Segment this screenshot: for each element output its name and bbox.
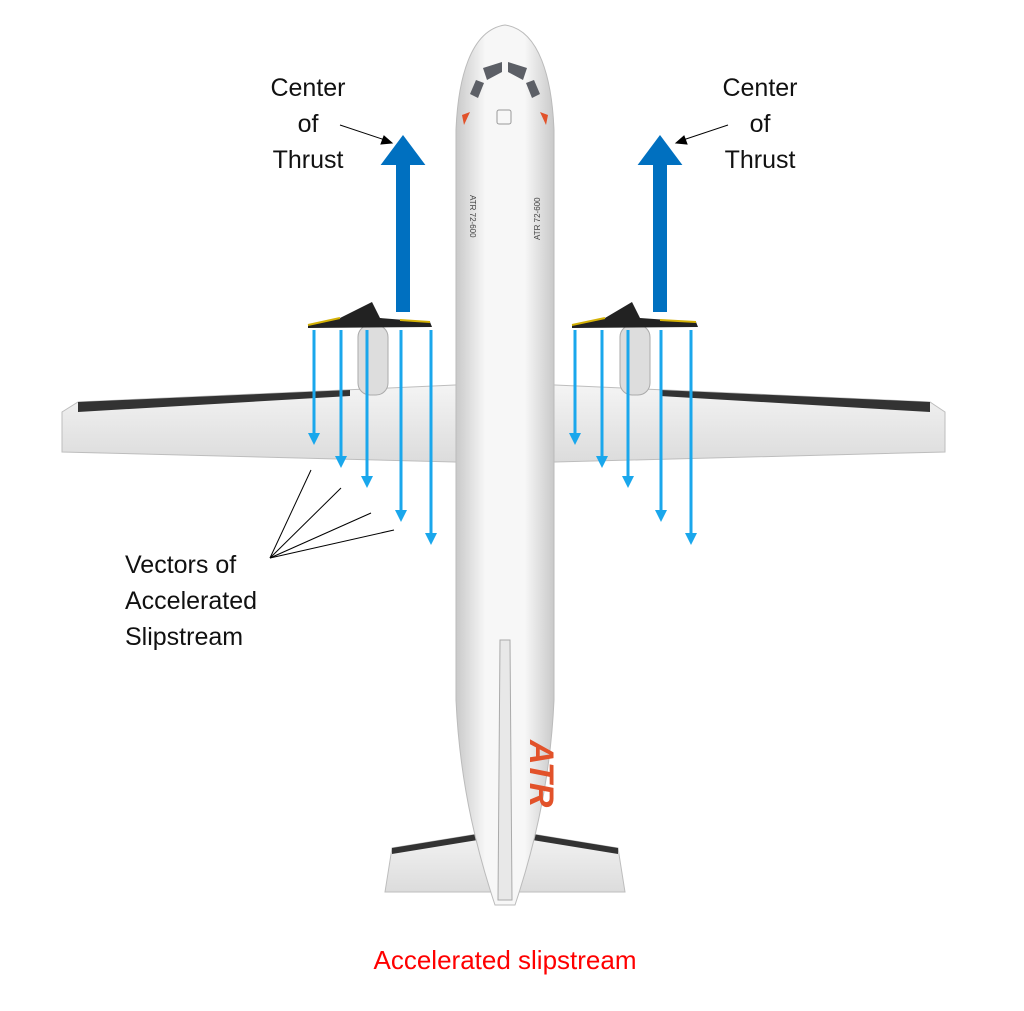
label-line: Vectors of	[125, 551, 237, 579]
slipstream-arrow-head	[655, 510, 667, 522]
label-line: Slipstream	[125, 623, 244, 651]
slipstream-arrow-head	[425, 533, 437, 545]
label-line: Center	[270, 74, 346, 102]
label-line: of	[749, 110, 771, 138]
slipstream-arrow-head	[596, 456, 608, 468]
label-line: of	[297, 110, 319, 138]
slipstream-arrow-head	[308, 433, 320, 445]
svg-text:ATR 72-600: ATR 72-600	[468, 195, 477, 238]
slipstream-arrow-head	[569, 433, 581, 445]
label-line: Center	[722, 74, 798, 102]
slipstream-arrow-head	[685, 533, 697, 545]
vertical-fin	[497, 639, 513, 901]
fuselage	[455, 24, 555, 906]
engine-nacelle-left	[307, 302, 432, 396]
slipstream-vectors-label: Vectors of Accelerated Slipstream	[125, 547, 257, 655]
label-line: Accelerated	[125, 587, 258, 615]
thrust-arrow-head	[380, 135, 426, 165]
slipstream-arrow-head	[395, 510, 407, 522]
slipstream-arrow-head	[622, 476, 634, 488]
cockpit-windows	[470, 62, 540, 98]
slipstream-arrow-head	[335, 456, 347, 468]
center-of-thrust-label-right: Center of Thrust	[700, 70, 820, 178]
center-of-thrust-label-left: Center of Thrust	[248, 70, 368, 178]
tail-logo: ATR	[522, 739, 560, 808]
label-line: Thrust	[724, 146, 796, 174]
label-line: Thrust	[272, 146, 344, 174]
svg-text:ATR 72-600: ATR 72-600	[533, 197, 542, 240]
caption: Accelerated slipstream	[373, 945, 637, 975]
engine-nacelle-right	[571, 302, 698, 396]
thrust-arrow-head	[637, 135, 683, 165]
pointer-lines	[269, 124, 729, 559]
slipstream-arrow-head	[361, 476, 373, 488]
